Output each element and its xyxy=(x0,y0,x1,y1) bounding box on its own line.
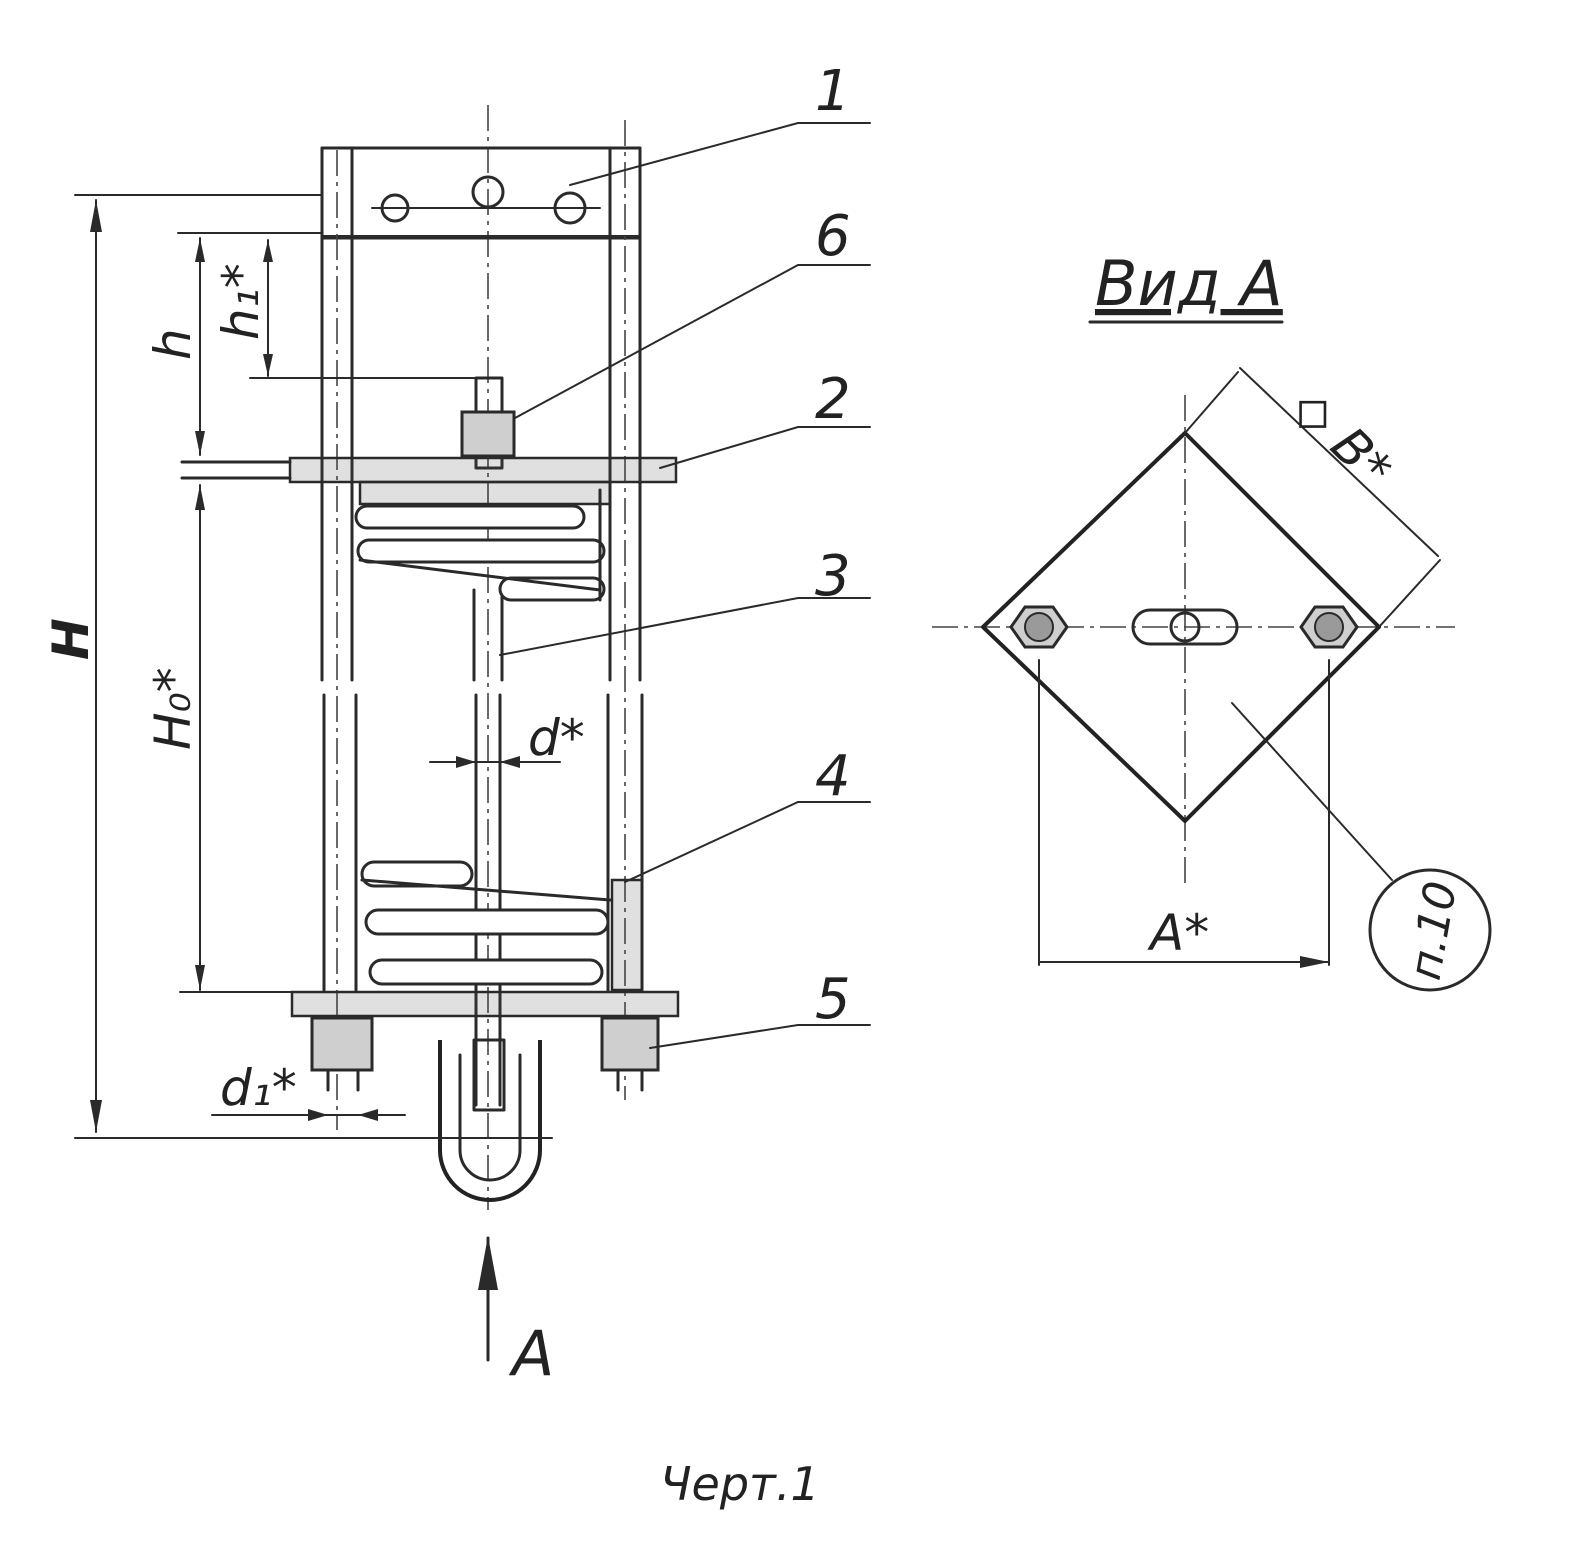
view-a-center-slot xyxy=(1131,608,1239,646)
dimension-B xyxy=(1184,367,1441,628)
dimension-h1-label: h₁* xyxy=(212,263,270,340)
view-arrow xyxy=(478,1236,498,1362)
note-leader xyxy=(1231,702,1393,881)
top-holes xyxy=(371,175,601,225)
callout-5: 5 xyxy=(815,967,851,1032)
left-rod xyxy=(320,146,358,1130)
dimension-h-label: h xyxy=(144,328,202,360)
dimension-A-label: A* xyxy=(1147,904,1209,962)
dimension-A xyxy=(1038,659,1330,968)
right-rod xyxy=(606,120,644,1100)
callout-leaders xyxy=(499,122,871,1049)
upper-spring xyxy=(354,480,612,602)
drawing-caption: Черт.1 xyxy=(660,1457,820,1511)
view-a: Вид А ◇ B* xyxy=(932,247,1492,992)
assembly-front-view: 1 6 2 3 4 5 H h h₁* xyxy=(42,59,871,1390)
nut-6 xyxy=(460,410,516,458)
dimension-d-label: d* xyxy=(528,709,585,767)
dimension-h1 xyxy=(249,239,477,379)
callout-1: 1 xyxy=(815,59,851,124)
note-circle xyxy=(1368,868,1492,992)
view-a-title: Вид А xyxy=(1095,247,1283,320)
lower-nut-left xyxy=(310,1016,374,1072)
view-arrow-label: A xyxy=(508,1317,554,1390)
dimension-H-label: H xyxy=(42,618,100,660)
lower-nut-5 xyxy=(600,1016,660,1072)
view-a-square-plate xyxy=(981,431,1381,823)
callout-2: 2 xyxy=(815,367,851,432)
dimension-B-label: ◇ B* xyxy=(1282,377,1403,498)
callout-6: 6 xyxy=(815,204,851,269)
callout-4: 4 xyxy=(815,744,851,809)
upper-plate-2 xyxy=(288,456,678,484)
top-frame xyxy=(320,146,642,240)
view-a-nut-left xyxy=(1009,605,1069,649)
note-circle-label: п.10 xyxy=(1400,878,1467,984)
dimension-d1-label: d₁* xyxy=(220,1059,297,1117)
dimension-d xyxy=(429,756,561,768)
lower-spring xyxy=(360,860,644,992)
callout-3: 3 xyxy=(815,544,851,609)
center-stud xyxy=(472,376,504,1107)
dimension-h xyxy=(177,232,323,456)
dimension-d1 xyxy=(211,1109,406,1121)
lifting-eye xyxy=(438,1038,542,1202)
view-a-nut-right xyxy=(1299,605,1359,649)
dimension-H0-label: H₀* xyxy=(144,667,202,750)
dimension-H0 xyxy=(179,484,323,993)
lower-plate xyxy=(290,990,680,1018)
dimension-H xyxy=(74,194,553,1139)
